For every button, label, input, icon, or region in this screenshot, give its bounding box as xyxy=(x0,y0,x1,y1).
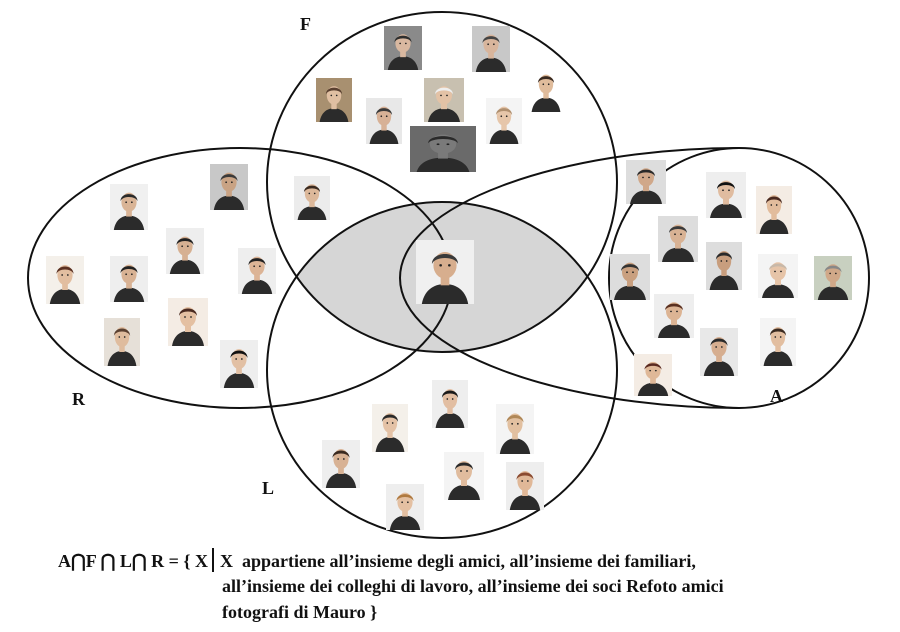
portrait-photo xyxy=(416,240,474,304)
portrait-photo xyxy=(168,298,208,346)
portrait-photo xyxy=(486,98,522,144)
portrait-photo xyxy=(506,462,544,510)
portrait-photo xyxy=(424,78,464,122)
portrait-photo xyxy=(220,340,258,388)
portrait-photo xyxy=(432,380,468,428)
portrait-photo xyxy=(758,254,798,298)
portrait-photo xyxy=(814,256,852,300)
set-l-circle xyxy=(266,201,618,539)
center-intersection xyxy=(267,202,617,352)
portrait-photo xyxy=(210,164,248,210)
portrait-photo xyxy=(756,186,792,234)
portrait-photo xyxy=(760,318,796,366)
portrait-photo xyxy=(104,318,140,366)
portrait-photo xyxy=(706,172,746,218)
set-label-f: F xyxy=(300,14,311,34)
portrait-photo xyxy=(410,126,476,172)
portrait-photo xyxy=(46,256,84,304)
portrait-photo xyxy=(166,228,204,274)
portrait-photo xyxy=(496,404,534,454)
set-label-l: L xyxy=(262,478,275,498)
caption-formula: A⋂F ⋂ L⋂ R = { X xyxy=(58,551,208,571)
portrait-photo xyxy=(384,26,422,70)
portrait-photo xyxy=(472,26,510,72)
set-a-ellipse-left xyxy=(398,147,740,409)
venn-diagram xyxy=(27,11,870,539)
portrait-photo xyxy=(444,452,484,500)
portrait-photo xyxy=(658,216,698,262)
such-that-bar xyxy=(211,548,214,572)
caption-x: X xyxy=(219,551,233,571)
caption-line2: all’insieme dei colleghi di lavoro, all’… xyxy=(222,576,724,596)
set-f-circle xyxy=(266,11,618,353)
portrait-photo xyxy=(706,242,742,290)
portrait-photo xyxy=(110,256,148,302)
portrait-photo xyxy=(528,66,564,112)
portrait-photo xyxy=(654,294,694,338)
set-label-a: A xyxy=(770,386,783,406)
portrait-photo xyxy=(610,254,650,300)
portrait-photo xyxy=(110,184,148,230)
caption-line3: fotografi di Mauro } xyxy=(222,602,378,622)
portrait-photo xyxy=(634,354,672,396)
portrait-photo xyxy=(238,248,276,294)
portrait-photo xyxy=(366,98,402,144)
portrait-photo xyxy=(386,484,424,530)
portrait-photo xyxy=(626,160,666,204)
portrait-photo xyxy=(316,78,352,122)
caption-line1: appartiene all’insieme degli amici, all’… xyxy=(241,551,696,571)
portrait-photo xyxy=(322,440,360,488)
set-label-r: R xyxy=(72,389,85,409)
portrait-photo xyxy=(372,404,408,452)
portrait-photo xyxy=(294,176,330,220)
portrait-photo xyxy=(700,328,738,376)
